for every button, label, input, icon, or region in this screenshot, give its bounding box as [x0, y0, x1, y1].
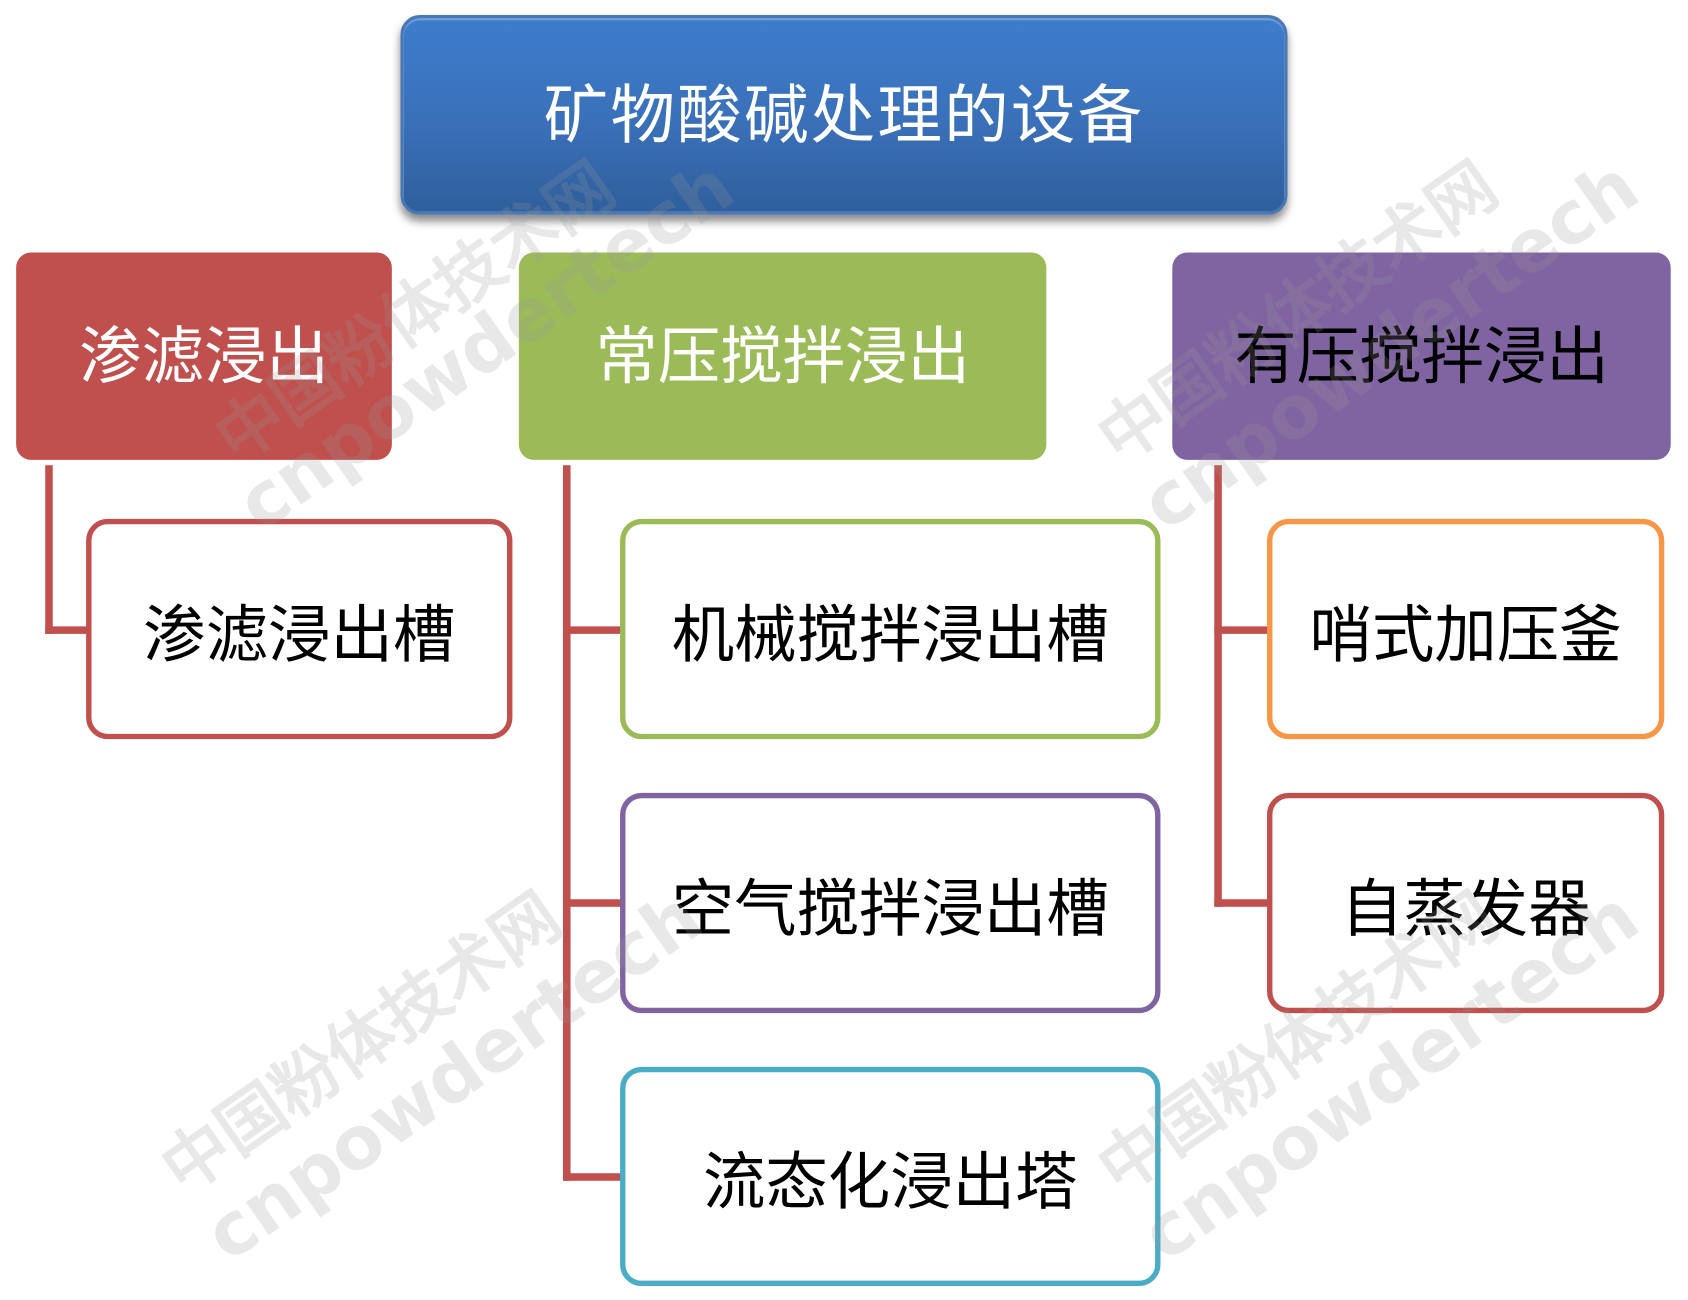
equipment-label: 渗滤浸出槽	[143, 597, 456, 671]
equipment-label: 哨式加压釜	[1309, 597, 1622, 671]
equipment-fluidized-leaching-tower: 流态化浸出塔	[620, 1066, 1161, 1287]
connector-purple-h2	[1214, 899, 1271, 907]
equipment-mechanical-agitation-tank: 机械搅拌浸出槽	[620, 518, 1161, 740]
equipment-label: 自蒸发器	[1340, 871, 1591, 945]
connector-green-vertical	[563, 465, 571, 1181]
equipment-whistle-autoclave: 哨式加压釜	[1267, 518, 1665, 740]
connector-purple-vertical	[1214, 465, 1222, 907]
connector-red-horizontal	[45, 626, 91, 634]
equipment-label: 流态化浸出塔	[702, 1145, 1078, 1219]
connector-green-h1	[563, 626, 624, 634]
connector-green-h2	[563, 899, 624, 907]
category-label: 有压搅拌浸出	[1234, 319, 1609, 393]
connector-red-vertical	[45, 465, 53, 634]
category-label: 渗滤浸出	[79, 319, 329, 393]
category-pressure-agitation-leaching: 有压搅拌浸出	[1172, 252, 1671, 460]
category-label: 常压搅拌浸出	[595, 319, 970, 393]
category-atmospheric-agitation-leaching: 常压搅拌浸出	[518, 252, 1047, 460]
category-percolation-leaching: 渗滤浸出	[16, 252, 392, 460]
equipment-percolation-tank: 渗滤浸出槽	[86, 518, 513, 740]
equipment-label: 空气搅拌浸出槽	[671, 871, 1109, 945]
equipment-air-agitation-tank: 空气搅拌浸出槽	[620, 792, 1161, 1014]
diagram-title-text: 矿物酸碱处理的设备	[543, 77, 1145, 154]
equipment-flash-evaporator: 自蒸发器	[1267, 792, 1665, 1014]
connector-purple-h1	[1214, 626, 1271, 634]
connector-green-h3	[563, 1173, 624, 1181]
watermark-cn: 中国粉体技术网	[147, 876, 575, 1209]
diagram-title: 矿物酸碱处理的设备	[400, 15, 1288, 215]
equipment-label: 机械搅拌浸出槽	[671, 597, 1109, 671]
